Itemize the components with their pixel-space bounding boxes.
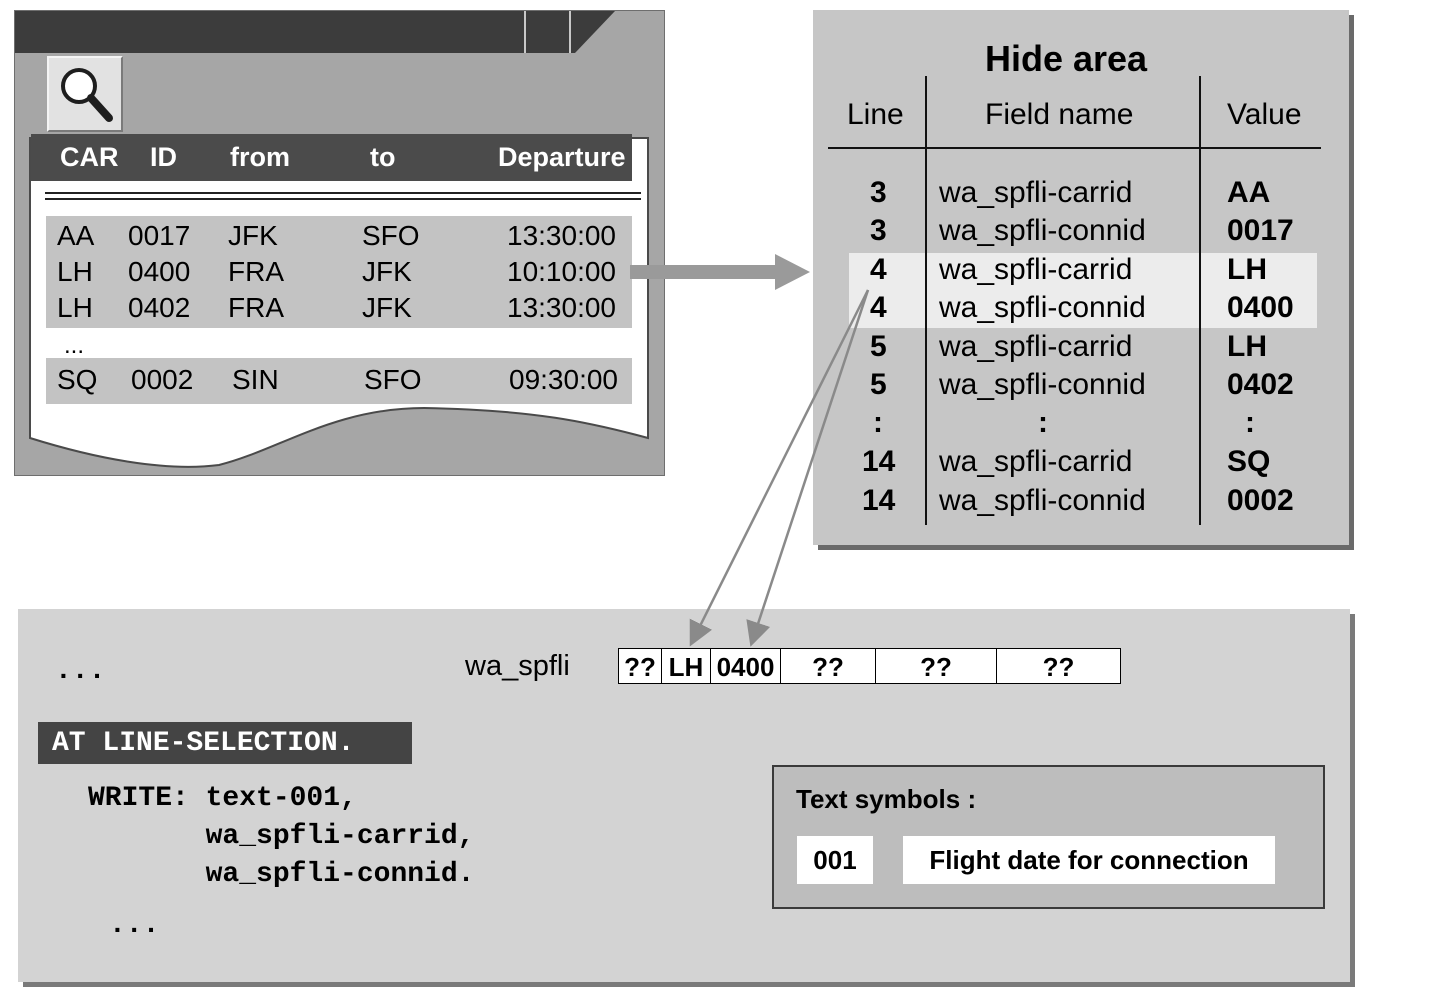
list-cell[interactable]: SFO — [362, 220, 420, 251]
list-cell[interactable]: 0017 — [128, 220, 191, 251]
list-cell[interactable]: 13:30:00 — [507, 220, 616, 251]
code-ellipsis-top: ... — [55, 656, 106, 687]
list-cell[interactable]: 0002 — [131, 364, 194, 395]
code-write-line-2: wa_spfli-carrid, — [88, 821, 475, 852]
text-symbol-text-field: Flight date for connection — [903, 836, 1275, 884]
work-area-field: ?? — [618, 648, 662, 684]
hide-value: 0402 — [1227, 368, 1294, 401]
hide-value: 0017 — [1227, 214, 1294, 247]
list-cell[interactable]: JFK — [362, 256, 412, 287]
hide-line: 14 — [862, 445, 896, 478]
list-cell[interactable]: LH — [57, 256, 93, 287]
hide-value: SQ — [1227, 445, 1271, 478]
list-cell[interactable]: 10:10:00 — [507, 256, 616, 287]
list-cell[interactable]: SQ — [57, 364, 98, 395]
hide-field: : — [1038, 406, 1048, 439]
title-bar — [15, 11, 664, 53]
hide-field: wa_spfli-connid — [939, 484, 1146, 517]
hide-field: wa_spfli-carrid — [939, 330, 1133, 363]
hide-value: : — [1245, 406, 1255, 439]
list-cell[interactable]: SFO — [364, 364, 422, 395]
list-header — [31, 134, 632, 181]
hide-area-grid — [828, 76, 1321, 525]
hide-column-field-name: Field name — [985, 98, 1134, 131]
hide-line: 14 — [862, 484, 896, 517]
title-bar-decor — [524, 11, 664, 53]
list-ellipsis: ... — [64, 332, 85, 359]
hide-field: wa_spfli-carrid — [939, 445, 1133, 478]
hide-line: 5 — [870, 330, 887, 363]
hide-value: AA — [1227, 176, 1271, 209]
hide-column-value: Value — [1227, 98, 1302, 131]
list-cell[interactable]: SIN — [232, 364, 279, 395]
header-underline — [45, 192, 641, 200]
hide-line: : — [873, 406, 883, 439]
hide-value: LH — [1227, 253, 1267, 286]
hide-field: wa_spfli-carrid — [939, 253, 1133, 286]
magnifier-button[interactable] — [47, 56, 123, 132]
code-write-line-1: WRITE: text-001, — [88, 783, 357, 814]
hide-value: 0400 — [1227, 291, 1294, 324]
list-band-last — [46, 358, 632, 404]
list-cell[interactable]: AA — [57, 220, 95, 251]
column-header-from: from — [230, 142, 290, 172]
column-header-car: CAR — [60, 142, 119, 172]
list-cell[interactable]: 0400 — [128, 256, 191, 287]
hide-column-line: Line — [847, 98, 904, 131]
list-cell[interactable]: 09:30:00 — [509, 364, 618, 395]
magnifier-icon — [61, 68, 113, 122]
arrow-right-icon — [630, 254, 810, 290]
hide-field: wa_spfli-connid — [939, 214, 1146, 247]
hide-field: wa_spfli-carrid — [939, 176, 1133, 209]
at-line-selection-statement: AT LINE-SELECTION. — [52, 728, 355, 759]
hide-line: 5 — [870, 368, 887, 401]
list-cell[interactable]: LH — [57, 292, 93, 323]
list-cell[interactable]: 0402 — [128, 292, 191, 323]
column-header-id: ID — [150, 142, 177, 172]
work-area-field: 0400 — [710, 648, 781, 684]
hide-line: 4 — [870, 291, 887, 324]
code-write-line-3: wa_spfli-connid. — [88, 859, 475, 890]
list-cell[interactable]: 13:30:00 — [507, 292, 616, 323]
hide-field: wa_spfli-connid — [939, 291, 1146, 324]
column-header-departure: Departure — [498, 142, 626, 172]
work-area-field: ?? — [996, 648, 1121, 684]
text-symbol-id-field: 001 — [797, 836, 873, 884]
code-ellipsis-bottom: ... — [109, 910, 160, 941]
hide-line: 3 — [870, 214, 887, 247]
work-area-field: ?? — [875, 648, 997, 684]
hide-area-title: Hide area — [984, 38, 1148, 79]
list-cell[interactable]: JFK — [228, 220, 278, 251]
at-line-selection-block — [38, 722, 412, 764]
hide-value: LH — [1227, 330, 1267, 363]
hide-line: 4 — [870, 253, 887, 286]
text-symbols-label: Text symbols : — [796, 784, 977, 814]
work-area-field: LH — [661, 648, 711, 684]
hide-line: 3 — [870, 176, 887, 209]
list-band-main — [46, 216, 632, 328]
list-cell[interactable]: FRA — [228, 256, 284, 287]
list-cell[interactable]: JFK — [362, 292, 412, 323]
work-area-label: wa_spfli — [465, 650, 570, 682]
column-header-to: to — [370, 142, 396, 172]
hide-value: 0002 — [1227, 484, 1294, 517]
list-cell[interactable]: FRA — [228, 292, 284, 323]
hide-field: wa_spfli-connid — [939, 368, 1146, 401]
